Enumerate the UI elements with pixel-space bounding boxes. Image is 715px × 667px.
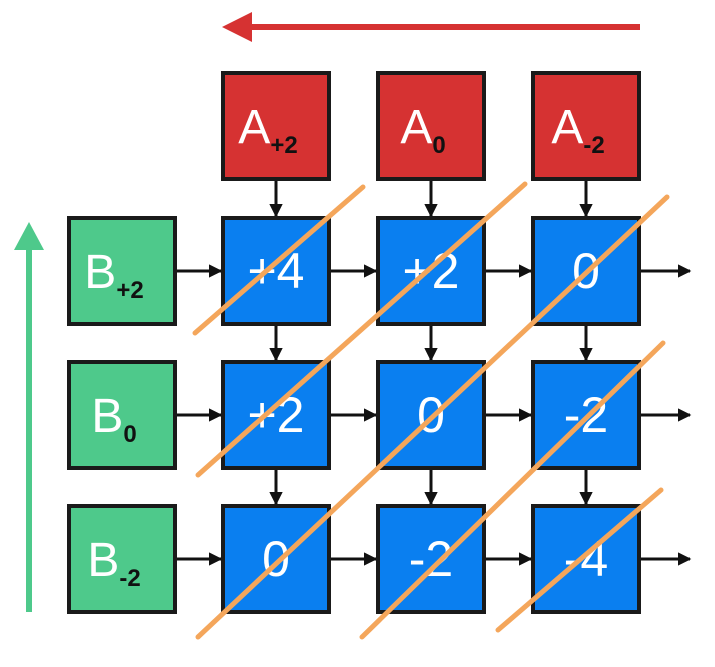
left-label-b-2-letter: B xyxy=(87,534,119,587)
left-label-b-2-box xyxy=(67,504,177,614)
diagonal-line-2 xyxy=(195,194,670,640)
top-label-a-0-subscript: +2 xyxy=(270,132,297,159)
grid-cell-value: -2 xyxy=(409,531,453,587)
diagonal-line-3 xyxy=(359,340,666,640)
grid-cell-2-1: -2 xyxy=(376,504,486,614)
grid-cell-1-0: +2 xyxy=(221,360,331,470)
top-label-a-0-box xyxy=(221,71,331,181)
top-label-a-0: A+2 xyxy=(221,71,331,181)
left-label-b-1-box xyxy=(67,360,177,470)
grid-cell-0-1: +2 xyxy=(376,216,486,326)
top-label-a-1-letter: A xyxy=(400,101,432,154)
top-label-a-2-box xyxy=(531,71,641,181)
left-label-b-0-letter: B xyxy=(84,246,116,299)
top-label-a-0-text: A+2 xyxy=(238,101,297,159)
top-label-a-1: A0 xyxy=(376,71,486,181)
left-label-b-0-box xyxy=(67,216,177,326)
grid-cell-value: 0 xyxy=(262,531,290,587)
red-direction-arrow xyxy=(222,12,640,42)
green-direction-arrow xyxy=(14,222,44,612)
grid-cell-value: +4 xyxy=(247,243,304,299)
connector-arrows xyxy=(177,181,692,566)
left-label-b-0-text: B+2 xyxy=(84,246,143,304)
grid-cell-box xyxy=(376,504,486,614)
left-label-b-1-text: B0 xyxy=(91,390,136,448)
diagonal-line-4 xyxy=(495,487,664,633)
grid-cell-box xyxy=(221,360,331,470)
diagonal-line-1 xyxy=(195,181,528,478)
top-label-a-2-text: A-2 xyxy=(551,101,604,159)
top-label-a-0-letter: A xyxy=(238,101,270,154)
top-label-a-1-box xyxy=(376,71,486,181)
top-label-a-2-subscript: -2 xyxy=(583,132,604,159)
left-label-b-0: B+2 xyxy=(67,216,177,326)
left-label-b-2-text: B-2 xyxy=(87,534,140,592)
left-label-b-0-subscript: +2 xyxy=(116,277,143,304)
left-label-b-1-subscript: 0 xyxy=(123,421,136,448)
top-label-a-1-text: A0 xyxy=(400,101,445,159)
value-grid: +4+20+20-20-2-4 xyxy=(221,216,641,614)
left-label-b-1-letter: B xyxy=(91,390,123,443)
grid-cell-0-0: +4 xyxy=(221,216,331,326)
diagonal-lines xyxy=(192,181,670,640)
grid-cell-box xyxy=(221,216,331,326)
diagonal-line-0 xyxy=(192,184,366,336)
grid-cell-value: +2 xyxy=(247,387,304,443)
top-label-a-2-letter: A xyxy=(551,101,583,154)
left-label-b-1: B0 xyxy=(67,360,177,470)
left-label-b-2: B-2 xyxy=(67,504,177,614)
left-label-b-2-subscript: -2 xyxy=(119,565,140,592)
top-label-a-1-subscript: 0 xyxy=(432,132,445,159)
top-label-a-2: A-2 xyxy=(531,71,641,181)
